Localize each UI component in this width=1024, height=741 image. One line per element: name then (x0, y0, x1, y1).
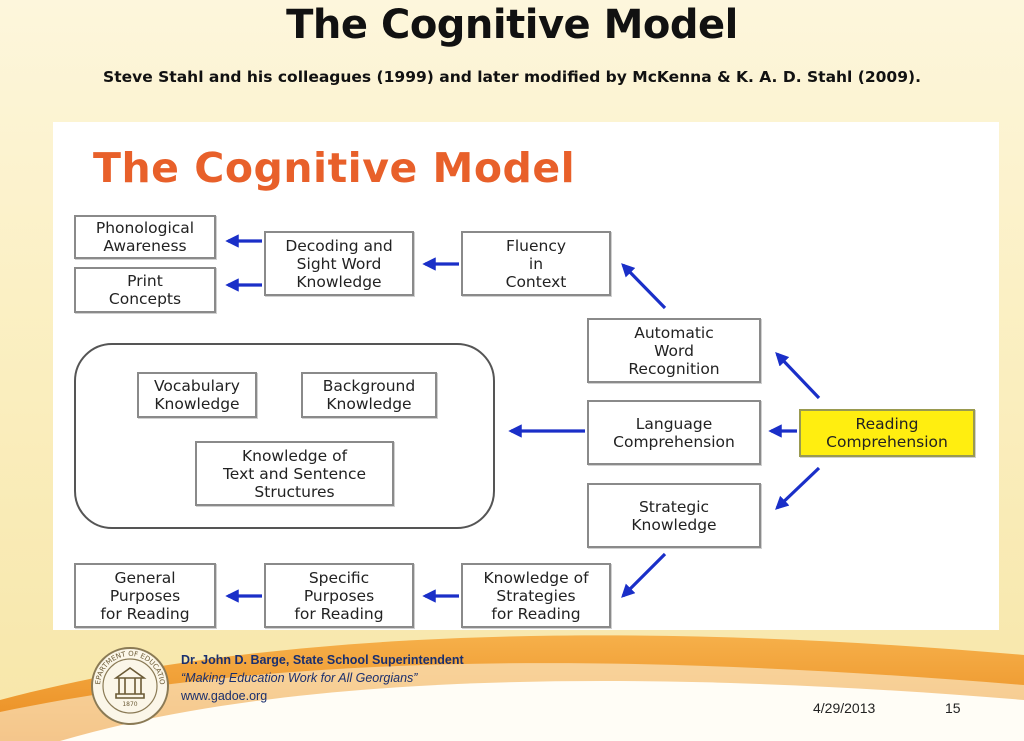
box-decoding-sight-word: Decoding and Sight Word Knowledge (264, 231, 414, 296)
box-phonological-awareness: Phonological Awareness (74, 215, 216, 259)
footer-date: 4/29/2013 (813, 700, 876, 716)
svg-text:1870: 1870 (122, 701, 137, 708)
box-print-concepts: Print Concepts (74, 267, 216, 313)
arrow-strategic-to-strategies (621, 552, 667, 598)
arrow-reading-to-awr (775, 352, 821, 400)
footer-page-number: 15 (945, 700, 961, 716)
box-strategic-knowledge: Strategic Knowledge (587, 483, 761, 548)
georgia-doe-seal: 1870 DEPARTMENT OF EDUCATION (90, 646, 169, 725)
box-specific-purposes: Specific Purposes for Reading (264, 563, 414, 628)
box-vocabulary-knowledge: Vocabulary Knowledge (137, 372, 257, 418)
box-language-comprehension: Language Comprehension (587, 400, 761, 465)
diagram-arrows (225, 234, 821, 603)
diagram-panel: The Cognitive Model Phonological Awarene… (53, 122, 999, 630)
box-background-knowledge: Background Knowledge (301, 372, 437, 418)
box-general-purposes: General Purposes for Reading (74, 563, 216, 628)
arrow-awr-to-fluency (621, 263, 667, 310)
box-text-sentence-structures: Knowledge of Text and Sentence Structure… (195, 441, 394, 506)
box-reading-comprehension: Reading Comprehension (799, 409, 975, 457)
diagram-heading: The Cognitive Model (93, 144, 576, 192)
slide-subtitle: Steve Stahl and his colleagues (1999) an… (103, 68, 921, 86)
footer-superintendent-name: Dr. John D. Barge, State School Superint… (181, 653, 464, 667)
slide-title: The Cognitive Model (286, 2, 738, 48)
box-automatic-word-recognition: Automatic Word Recognition (587, 318, 761, 383)
footer-swoosh (0, 635, 1024, 741)
footer-motto: “Making Education Work for All Georgians… (181, 671, 418, 685)
box-knowledge-of-strategies: Knowledge of Strategies for Reading (461, 563, 611, 628)
footer-website-link[interactable]: www.gadoe.org (181, 689, 268, 703)
box-fluency-in-context: Fluency in Context (461, 231, 611, 296)
arrow-reading-to-strategic (775, 466, 821, 510)
